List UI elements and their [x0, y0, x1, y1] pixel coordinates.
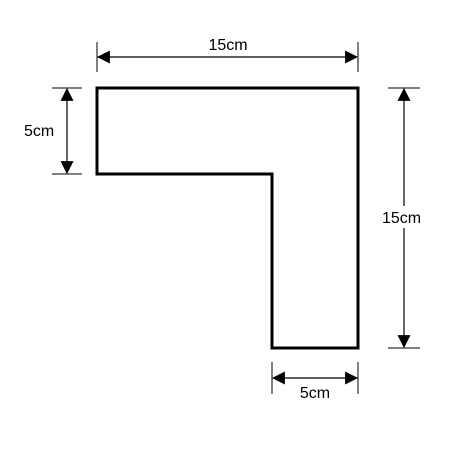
left-dimension-label: 5cm	[24, 123, 54, 140]
top-dimension-label: 15cm	[208, 37, 247, 54]
top-dimension: 15cm	[96, 37, 359, 72]
right-dimension-label: 15cm	[382, 210, 421, 227]
bottom-dimension-label: 5cm	[300, 385, 330, 402]
left-dimension: 5cm	[24, 87, 82, 175]
bottom-dimension: 5cm	[271, 362, 359, 402]
right-dimension: 15cm	[382, 87, 428, 349]
l-shape-outline	[95, 86, 360, 350]
right-dimension-label-bg	[382, 206, 428, 228]
